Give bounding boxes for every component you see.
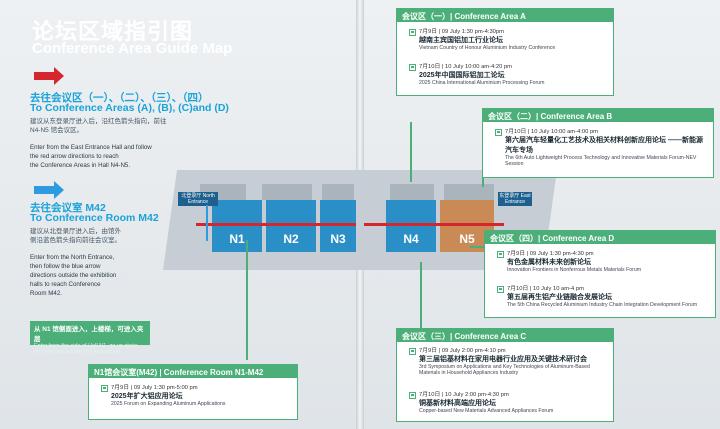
card-conference-area-b: 会议区（二）| Conference Area B 7月10日 | 10 Jul… — [482, 108, 714, 178]
event-date: 7月9日 | 09 July 2:00 pm-4:10 pm — [419, 348, 506, 354]
calendar-icon — [409, 348, 416, 355]
connector-a — [410, 122, 412, 182]
event-title-cn: 有色金属材料未来创新论坛 — [507, 259, 591, 266]
card-conference-area-a: 会议区（一）| Conference Area A 7月9日 | 09 July… — [396, 8, 614, 96]
calendar-icon — [495, 129, 502, 136]
calendar-icon — [409, 64, 416, 71]
route-a-heading-en: To Conference Areas (A), (B), (C)and (D) — [30, 102, 229, 114]
event-title-cn: 越南主宾国铝加工行业论坛 — [419, 37, 503, 44]
connector-m42 — [246, 240, 248, 360]
route-a-desc-en-2: the red arrow directions to reach — [30, 153, 119, 160]
blue-route — [206, 205, 208, 241]
event-title-en: Innovation Frontiers in Nonferrous Metal… — [507, 267, 642, 273]
event-date: 7月10日 | 10 July 10:00 am-4:00 pm — [505, 129, 599, 135]
route-b-desc-en-1: Enter from the North Entrance, — [30, 254, 115, 261]
event-item: 7月10日 | 10 July 10:00 am-4:00 pm 第六届汽车轻量… — [495, 126, 705, 167]
card-conference-area-d: 会议区（四）| Conference Area D 7月9日 | 09 July… — [484, 230, 716, 318]
event-title-cn: 2025年扩大铝应用论坛 — [111, 393, 183, 400]
connector-c — [420, 262, 422, 328]
event-title-cn: 铜基新材料高端应用论坛 — [419, 400, 496, 407]
event-item: 7月10日 | 10 July 10:00 am-4:20 pm 2025年中国… — [409, 61, 545, 86]
event-item: 7月9日 | 09 July 1:30 pm-4:30pm 越南主宾国铝加工行业… — [409, 26, 556, 51]
red-route-left — [196, 223, 356, 226]
hall-n2[interactable]: N2 — [266, 200, 316, 252]
route-a-desc-cn-1: 建议从东登录厅进入后，沿红色箭头指向，前往 — [30, 118, 167, 125]
hall-n3[interactable]: N3 — [320, 200, 356, 252]
route-a-heading-cn: 去往会议区（一）、（二）、（三）、（四） — [30, 92, 209, 104]
calendar-icon — [409, 392, 416, 399]
blue-arrow-icon — [34, 181, 64, 199]
hall-roof — [390, 184, 434, 200]
event-item: 7月10日 | 10 July 10 am-4 pm 第五届再生铝产业链融合发展… — [497, 283, 707, 308]
hall-n1[interactable]: N1 — [212, 200, 262, 252]
route-a-desc-cn-2: N4-N5 馆会议区。 — [30, 127, 84, 134]
card-d-header: 会议区（四）| Conference Area D — [485, 231, 715, 244]
calendar-icon — [497, 251, 504, 258]
red-arrow-icon — [34, 67, 64, 85]
mezzanine-tip: 从 N1 馆侧面进入，上楼梯，可进入夹层 Enter from the side… — [30, 321, 150, 355]
hall-roof — [322, 184, 354, 200]
event-title-cn: 2025年中国国际铝加工论坛 — [419, 72, 505, 79]
card-b-header: 会议区（二）| Conference Area B — [483, 109, 713, 122]
event-title-en: The 6th Auto Lightweight Process Technol… — [505, 155, 697, 167]
card-m42-header: N1馆会议室(M42) | Conference Room N1-M42 — [89, 365, 297, 378]
route-a-desc-en-3: the Conference Areas in Hall N4-N5. — [30, 162, 131, 169]
event-title-cn: 第五届再生铝产业链融合发展论坛 — [507, 294, 612, 301]
title-en: Conference Area Guide Map — [32, 40, 233, 57]
event-title-cn: 第六届汽车轻量化工艺技术及相关材料创新应用论坛 ——新能源汽车专场 — [505, 137, 703, 154]
card-c-header: 会议区（三）| Conference Area C — [397, 329, 613, 342]
connector-d — [470, 246, 486, 248]
route-b-desc-en-2: then follow the blue arrow — [30, 263, 101, 270]
tip-cn: 从 N1 馆侧面进入，上楼梯，可进入夹层 — [34, 326, 144, 343]
event-title-en: Copper-based New Materials Advanced Appl… — [419, 408, 554, 414]
event-date: 7月10日 | 10 July 2:00 pm-4:30 pm — [419, 392, 509, 398]
event-title-en: 2025 Forum on Expanding Aluminum Applica… — [111, 401, 226, 407]
route-b-desc-en-3: directions outside the exhibition — [30, 272, 117, 279]
north-entrance-label: 北登录厅 North Entrance — [178, 192, 218, 206]
event-title-cn: 第三届铝基材料在家用电器行业应用及关键技术研讨会 — [419, 356, 587, 363]
event-date: 7月10日 | 10 July 10 am-4 pm — [507, 286, 584, 292]
calendar-icon — [497, 286, 504, 293]
calendar-icon — [101, 385, 108, 392]
event-title-en: 3rd Symposium on Applications and Key Te… — [419, 364, 590, 376]
card-a-header: 会议区（一）| Conference Area A — [397, 9, 613, 22]
red-route-right — [364, 223, 504, 226]
hall-n4[interactable]: N4 — [386, 200, 436, 252]
connector-b — [482, 175, 484, 187]
route-b-heading-cn: 去往会议室 M42 — [30, 202, 106, 214]
route-b-desc-en-4: halls to reach Conference — [30, 281, 101, 288]
event-item: 7月9日 | 09 July 2:00 pm-4:10 pm 第三届铝基材料在家… — [409, 345, 609, 376]
east-entrance-label: 东登录厅 East Entrance — [498, 192, 532, 206]
calendar-icon — [409, 29, 416, 36]
event-title-en: 2025 China International Aluminium Proce… — [419, 80, 545, 86]
event-date: 7月9日 | 09 July 1:30 pm-5:00 pm — [111, 385, 198, 391]
tip-en: Enter from the side of Hall N1, go up st… — [34, 343, 140, 355]
route-b-desc-en-5: Room M42. — [30, 290, 62, 297]
event-item: 7月10日 | 10 July 2:00 pm-4:30 pm 铜基新材料高端应… — [409, 389, 609, 414]
route-b-desc-cn-1: 建议从北登录厅进入后，由馆外 — [30, 228, 121, 235]
hall-roof — [444, 184, 494, 200]
event-item: 7月9日 | 09 July 1:30 pm-4:30 pm 有色金属材料未来创… — [497, 248, 707, 273]
event-item: 7月9日 | 09 July 1:30 pm-5:00 pm 2025年扩大铝应… — [101, 382, 226, 407]
event-title-en: Vietnam Country of Honour Aluminium Indu… — [419, 45, 556, 51]
card-conference-area-c: 会议区（三）| Conference Area C 7月9日 | 09 July… — [396, 328, 614, 422]
event-date: 7月10日 | 10 July 10:00 am-4:20 pm — [419, 64, 513, 70]
event-date: 7月9日 | 09 July 1:30 pm-4:30pm — [419, 29, 504, 35]
title-cn: 论坛区域指引图 — [32, 19, 194, 44]
hall-roof — [262, 184, 312, 200]
route-b-desc-cn-2: 侧沿蓝色箭头指向前往会议室。 — [30, 237, 121, 244]
route-b-heading-en: To Conference Room M42 — [30, 212, 159, 224]
route-a-desc-en-1: Enter from the East Entrance Hall and fo… — [30, 144, 152, 151]
event-title-en: The 5th China Recycled Aluminium Industr… — [507, 302, 698, 308]
card-conference-room-m42: N1馆会议室(M42) | Conference Room N1-M42 7月9… — [88, 364, 298, 420]
event-date: 7月9日 | 09 July 1:30 pm-4:30 pm — [507, 251, 594, 257]
